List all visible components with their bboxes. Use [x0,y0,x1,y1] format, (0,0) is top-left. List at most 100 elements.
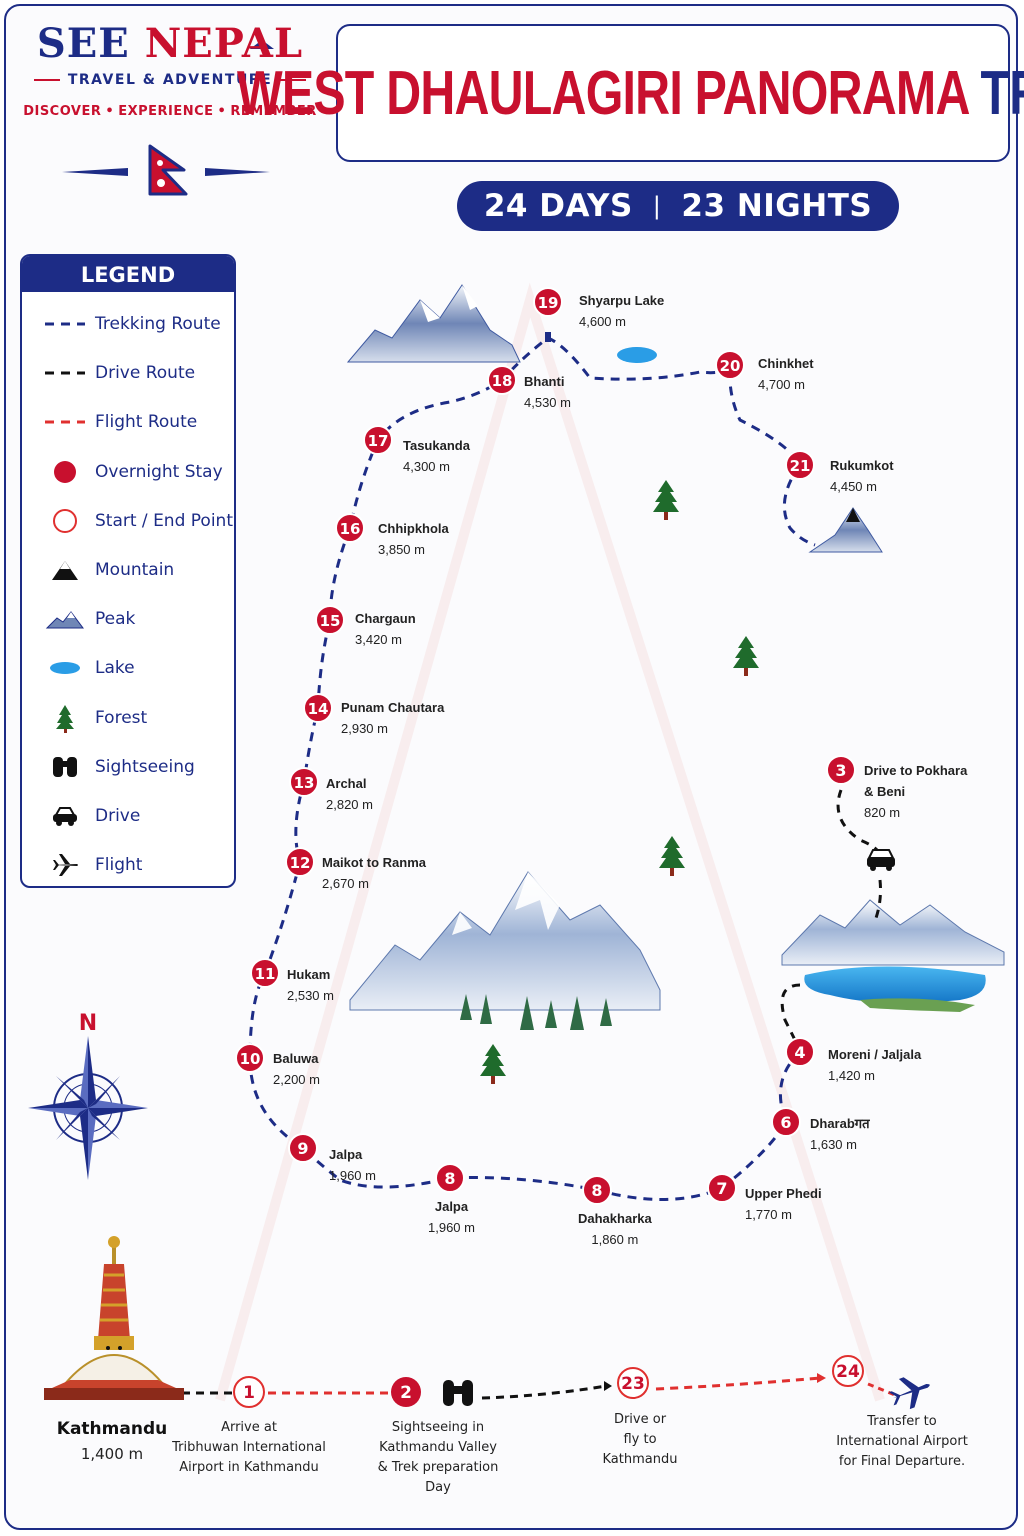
stop-day-number: 8 [444,1169,455,1188]
itinerary-line: Transfer to [867,1414,937,1429]
car-icon [867,849,895,871]
legend-item-drive: Drive [22,796,234,836]
stop-name: Archal [326,776,367,791]
trekking-route-line [248,336,816,1201]
legend-item-start-end-point: Start / End Point [22,501,234,541]
plane-icon [32,845,98,885]
compass-rose [28,1036,148,1180]
stop-dot [289,767,319,797]
stop-elevation: 2,930 m [341,721,388,736]
stop-elevation: 4,530 m [524,395,571,410]
title-main: WEST DHAULAGIRI PANORAMA [236,58,969,128]
start-end-point-marker: 24 [832,1355,864,1387]
stop-dot [487,365,517,395]
legend-label: Lake [95,658,135,679]
stop-name: Upper Phedi [745,1186,822,1201]
mountain-range-center [349,871,661,1030]
legend-item-overnight-stay: Overnight Stay [22,452,234,492]
arrow-head [817,1373,826,1383]
legend-label: Start / End Point [95,510,233,531]
stop-day-number: 4 [794,1043,805,1062]
stop-day-number: 15 [320,612,341,630]
duration-days: 24 DAYS [483,188,633,224]
stop-day-number: 14 [308,700,329,718]
stop-elevation: 1,420 m [828,1068,875,1083]
tree-icon [32,698,98,738]
stop-name: Chhipkhola [378,521,449,536]
legend-label: Flight Route [95,412,198,433]
overnight-stop-marker: 10 [235,1043,265,1073]
arrow-head [604,1381,612,1391]
stop-elevation: 820 m [864,805,901,820]
legend-item-lake: Lake [22,648,234,688]
divider [280,79,307,81]
legend-item-sightseeing: Sightseeing [22,747,234,787]
stop-elevation: 1,960 m [329,1168,376,1183]
stop-label: Chinkhet 4,700 m [758,353,814,395]
overnight-stop-marker: 8 [582,1175,612,1205]
tree-icon [653,480,679,520]
start-kathmandu: Kathmandu 1,400 m [42,1416,182,1466]
brand-subtitle-row: TRAVEL & ADVENTURE [20,72,320,88]
nepal-flag [148,144,188,196]
stop-day-number: 24 [836,1362,860,1382]
pokhara-scene [781,899,1005,1012]
overnight-stop-marker: 12 [285,847,315,877]
legend-label: Sightseeing [95,756,195,777]
stop-day-number: 19 [538,294,559,312]
summit-marker [545,332,551,342]
legend-label: Drive [95,806,141,826]
dash-blue-symbol [32,304,98,344]
stop-day-number: 23 [621,1374,645,1394]
stop-dot [771,1107,801,1137]
legend-item-flight-route: Flight Route [22,402,234,442]
stop-name: Chinkhet [758,356,814,371]
plane-icon [888,1377,930,1410]
stop-elevation: 4,700 m [758,377,805,392]
stop-name: Maikot to Ranma [322,855,427,870]
stop-day-number: 8 [591,1181,602,1200]
binoculars-icon [32,747,98,787]
stop-dot [785,450,815,480]
stop-day-number: 18 [492,372,513,390]
tagline-remember: REMEMBER [230,104,317,119]
stop-dot [288,1133,318,1163]
drive-route-pokhara [780,789,883,1051]
stop-dot [303,693,333,723]
legend-item-forest: Forest [22,698,234,738]
stop-dot [785,1037,815,1067]
start-end-point-marker: 1 [233,1376,265,1408]
stop-elevation: 3,420 m [355,632,402,647]
stop-name: Tasukanda [403,438,470,453]
dash-red-symbol [32,402,98,442]
legend-label: Flight [95,855,143,876]
stop-dot [707,1173,737,1203]
stop-day-number: 9 [297,1139,308,1158]
stop-elevation: 2,820 m [326,797,373,812]
brand-logo: SEE NEPAL TRAVEL & ADVENTURE DISCOVER•EX… [20,22,320,120]
itinerary-line: for Final Departure. [838,1454,966,1469]
legend-item-drive-route: Drive Route [22,353,234,393]
stop-elevation: 1,860 m [591,1232,639,1247]
overnight-stop-marker: 17 [363,425,393,455]
itinerary-line: fly to [623,1432,657,1447]
stop-dot [391,1377,421,1407]
overnight-stop-marker: 15 [315,605,345,635]
stop-elevation: 4,450 m [830,479,877,494]
overnight-stop-marker: 21 [785,450,815,480]
ring-red-symbol [32,501,98,541]
